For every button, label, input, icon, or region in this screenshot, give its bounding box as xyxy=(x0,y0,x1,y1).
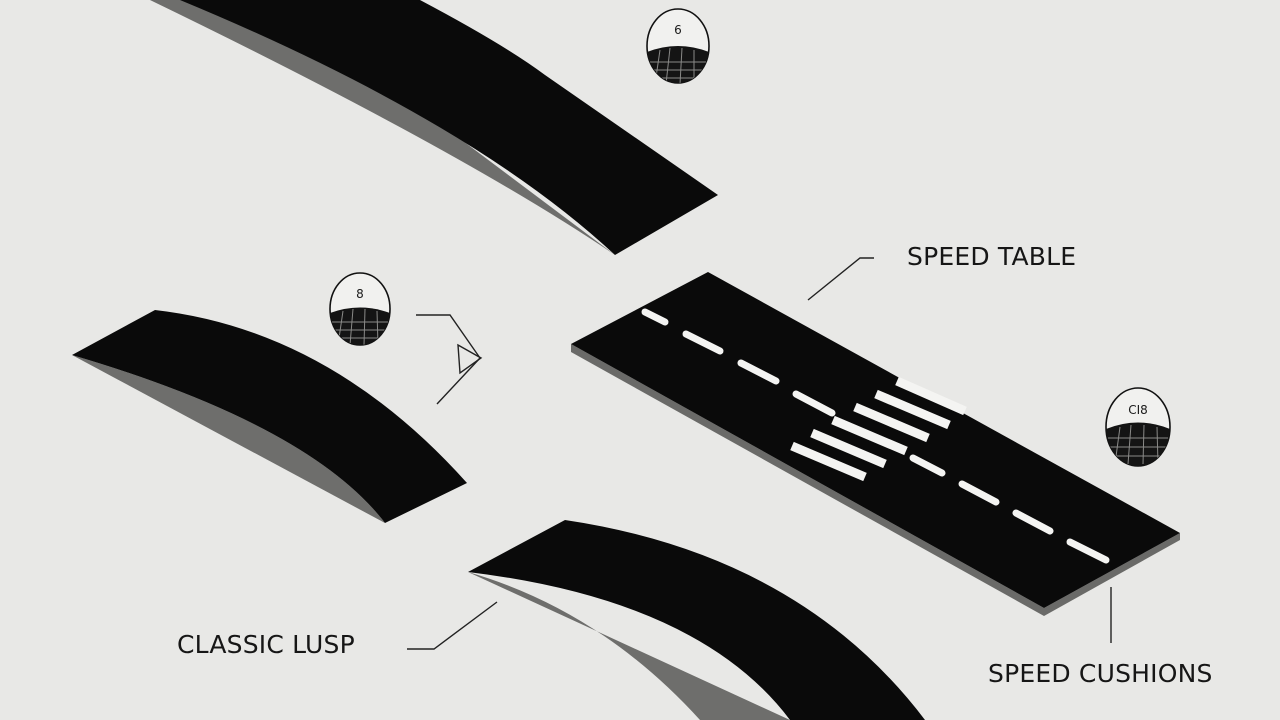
dash xyxy=(958,480,1000,506)
badge-top-text: 6 xyxy=(674,23,682,37)
zebra-bar xyxy=(790,441,867,482)
leader-lines xyxy=(407,257,1112,650)
badge-right-icon: CI8 xyxy=(1105,387,1171,467)
zebra-bar xyxy=(874,389,951,430)
dash xyxy=(1066,538,1110,564)
badge-left-text: 8 xyxy=(356,287,364,301)
dash xyxy=(792,390,836,417)
dash xyxy=(682,330,724,355)
zebra-bar xyxy=(810,428,887,469)
bottom-hump-surface xyxy=(468,520,925,720)
zebra-crossing xyxy=(790,376,967,482)
leader-speed-table xyxy=(807,257,874,301)
speed-table xyxy=(571,272,1180,616)
speed-table-label: SPEED TABLE xyxy=(907,242,1077,271)
dash xyxy=(909,454,946,477)
dash xyxy=(1012,509,1054,535)
leader-pointer xyxy=(416,314,481,405)
leader-classic-lusp xyxy=(407,601,498,650)
badge-top-icon: 6 xyxy=(646,8,710,84)
top-hump-surface xyxy=(180,0,718,255)
zebra-bar xyxy=(853,402,930,443)
badge-right-text: CI8 xyxy=(1128,403,1148,417)
pointer-arrowhead xyxy=(457,343,483,375)
bottom-hump-side xyxy=(468,572,790,720)
badge-left-icon: 8 xyxy=(329,272,391,346)
top-speed-hump xyxy=(150,0,718,255)
left-speed-hump xyxy=(72,310,467,523)
zebra-bar xyxy=(831,415,908,456)
centre-dash-line xyxy=(641,308,1110,564)
classic-lusp-label: CLASSIC LUSP xyxy=(177,630,355,659)
dash xyxy=(737,359,780,385)
speed-cushions-label: SPEED CUSHIONS xyxy=(988,659,1213,688)
bottom-speed-hump xyxy=(468,520,925,720)
left-hump-side xyxy=(72,355,385,523)
left-hump-surface xyxy=(72,310,467,523)
zebra-bar xyxy=(895,376,967,416)
dash xyxy=(641,308,669,326)
